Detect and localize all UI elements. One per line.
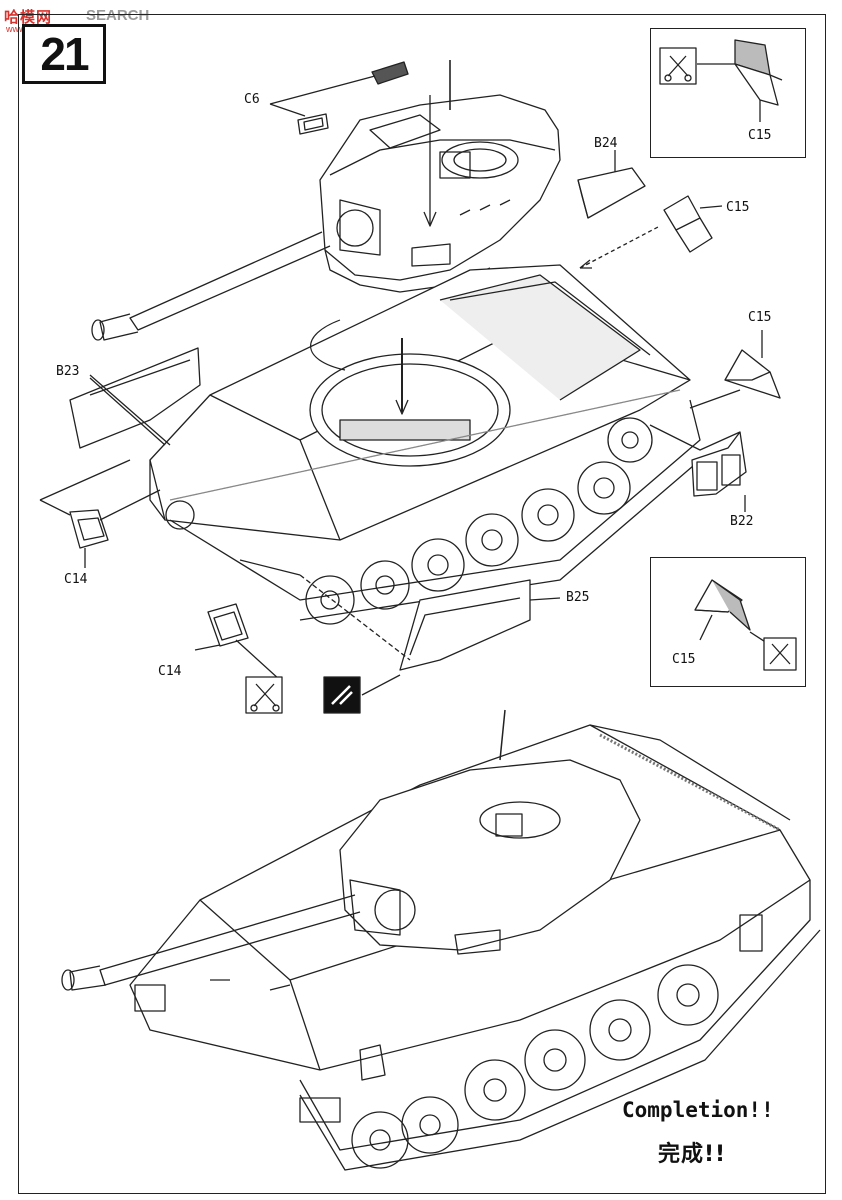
watermark-logo: 哈模网 (4, 8, 53, 26)
completion-text-jp: 完成!! (658, 1142, 727, 1167)
b22-part (691, 431, 747, 512)
step-number: 21 (40, 28, 89, 80)
completion-text: Completion!! (622, 1098, 774, 1122)
label-c15-right: C15 (748, 310, 772, 325)
label-c14-bottom: C14 (158, 664, 182, 679)
cutter-icon-bottom-left (245, 676, 283, 714)
completed-tank (61, 709, 821, 1171)
c14-part-bottom (207, 603, 249, 647)
turret-exploded (297, 60, 561, 293)
watermark-search: SEARCH (86, 7, 150, 24)
label-b22: B22 (730, 514, 754, 529)
label-b24: B24 (594, 136, 618, 151)
step-number-box: 21 (22, 24, 106, 84)
cutter-icon-bottom-box (763, 637, 797, 671)
label-c15-bottom-box: C15 (672, 652, 696, 667)
cutter-icon (659, 47, 697, 85)
turret-gun-barrel (91, 231, 331, 341)
c15-part-upper (663, 195, 723, 253)
label-c14-left: C14 (64, 572, 88, 587)
label-b25: B25 (566, 590, 590, 605)
hull-exploded (149, 264, 701, 625)
label-c15-side: C15 (726, 200, 750, 215)
label-c6: C6 (244, 92, 260, 107)
b25-part (399, 579, 561, 671)
b24-part (577, 150, 646, 219)
label-c15-top-box: C15 (748, 128, 772, 143)
page-frame (18, 14, 826, 1194)
c14-part-left (69, 509, 109, 568)
c15-detail-part-top (734, 39, 783, 106)
label-b23: B23 (56, 364, 80, 379)
c15-part-right (724, 330, 781, 399)
c15-detail-part-bottom (694, 579, 751, 631)
cement-icon (323, 676, 361, 714)
